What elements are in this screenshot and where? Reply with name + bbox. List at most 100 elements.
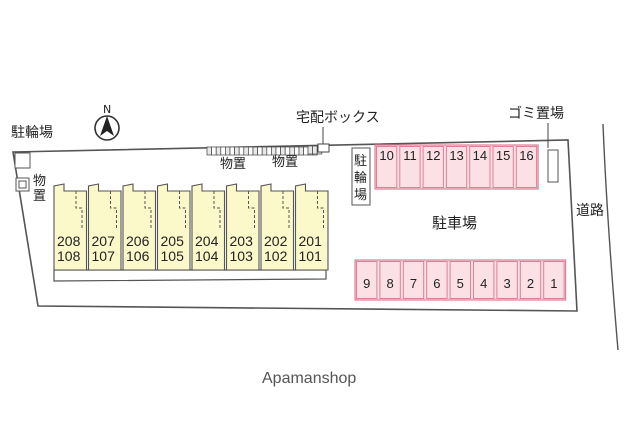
unit-number-lower: 104 (195, 248, 219, 264)
bicycle-parking-left-label: 駐輪場 (11, 124, 53, 141)
left-small-boxes (14, 152, 31, 192)
parking-number: 14 (473, 148, 487, 163)
storage-cell (211, 146, 217, 156)
delivery-box-icon (317, 143, 330, 153)
storage-cell (257, 146, 263, 156)
storage-center-label-2: 物置 (272, 155, 298, 170)
parking-space: 11 (399, 146, 421, 188)
storage-cell (266, 146, 272, 156)
storage-left-label: 物 置 (33, 174, 50, 204)
storage-cell (294, 146, 300, 156)
parking-number: 12 (426, 148, 440, 163)
north-arrow-icon: N (94, 103, 120, 141)
storage-cell (280, 146, 286, 156)
parking-space: 7 (402, 261, 425, 299)
parking-space: 4 (473, 261, 495, 299)
storage-cell (238, 146, 245, 156)
parking-row-top: 10 11 12 13 14 15 16 (374, 144, 539, 190)
parking-number: 2 (527, 276, 534, 291)
parking-space: 3 (496, 261, 518, 299)
road-label: 道路 (576, 203, 604, 219)
unit-number-upper: 208 (57, 233, 81, 249)
parking-number: 15 (496, 148, 510, 163)
parking-number: 5 (457, 276, 464, 291)
parking-space: 5 (449, 261, 472, 299)
unit-number-upper: 201 (299, 233, 323, 249)
parking-space: 6 (426, 261, 448, 299)
storage-cell (206, 146, 212, 156)
unit-number-upper: 204 (195, 233, 219, 249)
unit-number-lower: 107 (92, 248, 116, 264)
unit-number-upper: 203 (230, 233, 254, 249)
unit-number-upper: 202 (264, 233, 288, 249)
parking-number: 11 (403, 148, 417, 163)
parking-space: 2 (519, 261, 542, 299)
storage-cell (307, 145, 313, 155)
north-label: N (103, 103, 111, 116)
storage-cell (289, 146, 295, 156)
parking-number: 6 (433, 276, 440, 291)
unit-number-upper: 207 (92, 233, 116, 249)
garbage-area (547, 149, 559, 183)
parking-space: 12 (422, 146, 444, 188)
garbage-label: ゴミ置場 (508, 105, 564, 122)
storage-cell (298, 146, 304, 156)
storage-cell (261, 146, 268, 156)
storage-cell (225, 146, 231, 156)
parking-number: 10 (379, 148, 393, 163)
storage-cell (312, 145, 318, 155)
parking-space: 9 (356, 261, 378, 299)
unit-number-lower: 108 (57, 248, 81, 264)
storage-cell (275, 146, 281, 156)
parking-space: 16 (515, 146, 538, 188)
building-base (53, 269, 327, 282)
car-parking-label: 駐車場 (432, 214, 477, 232)
storage-cell (252, 146, 258, 156)
parking-space: 15 (492, 146, 514, 188)
storage-cell (243, 146, 249, 156)
unit-number-lower: 105 (161, 248, 185, 264)
storage-cell (271, 146, 277, 156)
bicycle-parking-center (351, 147, 371, 206)
storage-cell (215, 146, 222, 156)
parking-number: 7 (410, 276, 417, 291)
parking-number: 9 (363, 276, 370, 291)
parking-number: 16 (519, 148, 533, 163)
bicycle-parking-center-label: 駐 輪 場 (354, 154, 371, 203)
parking-number: 13 (449, 148, 463, 163)
parking-space: 10 (376, 146, 398, 188)
storage-cell (284, 146, 291, 156)
storage-strip (206, 145, 323, 156)
brand-watermark: Apamanshop (262, 370, 356, 387)
unit-number-lower: 103 (230, 248, 254, 264)
unit-number-upper: 206 (126, 233, 150, 249)
parking-space: 14 (469, 146, 491, 188)
apartment-building: 2081082071072061062051052041042031032021… (53, 183, 329, 271)
storage-cell (234, 146, 240, 156)
delivery-box-label: 宅配ボックス (296, 110, 380, 126)
unit-number-lower: 102 (264, 248, 288, 264)
road-edge (602, 123, 619, 351)
parking-number: 1 (550, 276, 557, 291)
parking-space: 1 (543, 261, 565, 299)
storage-cell (303, 146, 309, 156)
parking-space: 13 (445, 146, 468, 188)
storage-cell (220, 146, 226, 156)
unit-number-upper: 205 (161, 233, 185, 249)
parking-space: 8 (379, 261, 401, 299)
parking-number: 4 (480, 276, 487, 291)
unit-number-lower: 106 (126, 248, 150, 264)
unit-number-lower: 101 (299, 248, 323, 264)
storage-cell (248, 146, 254, 156)
